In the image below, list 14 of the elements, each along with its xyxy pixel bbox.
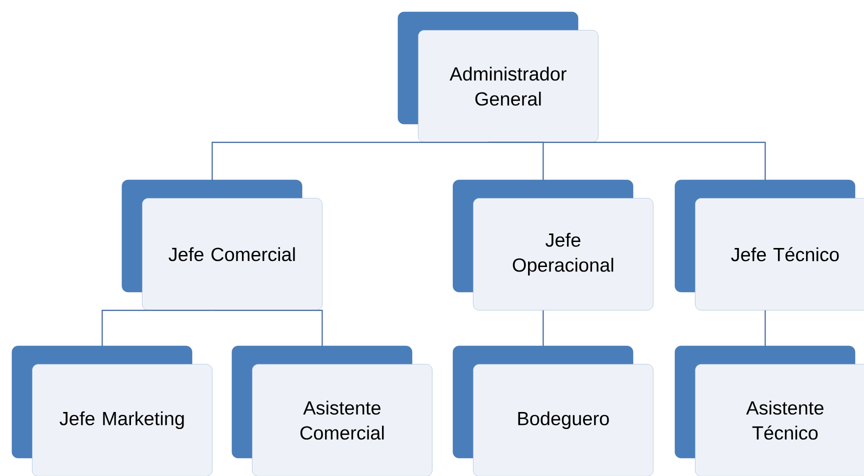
org-box: Jefe Técnico bbox=[674, 180, 864, 310]
org-box: Asistente Comercial bbox=[232, 346, 432, 476]
org-box: Jefe Operacional bbox=[452, 180, 654, 310]
connector-line bbox=[102, 310, 212, 346]
org-box: Administrador General bbox=[398, 12, 598, 142]
org-box: Bodeguero bbox=[452, 346, 654, 476]
org-box: Jefe Comercial bbox=[122, 180, 322, 310]
connector-line bbox=[212, 310, 323, 346]
org-box: Jefe Marketing bbox=[12, 346, 212, 476]
connector-line bbox=[212, 142, 488, 180]
connector-line bbox=[488, 142, 766, 180]
connector-line bbox=[542, 310, 544, 346]
connector-line bbox=[764, 310, 766, 346]
org-box: Asistente Técnico bbox=[674, 346, 864, 476]
